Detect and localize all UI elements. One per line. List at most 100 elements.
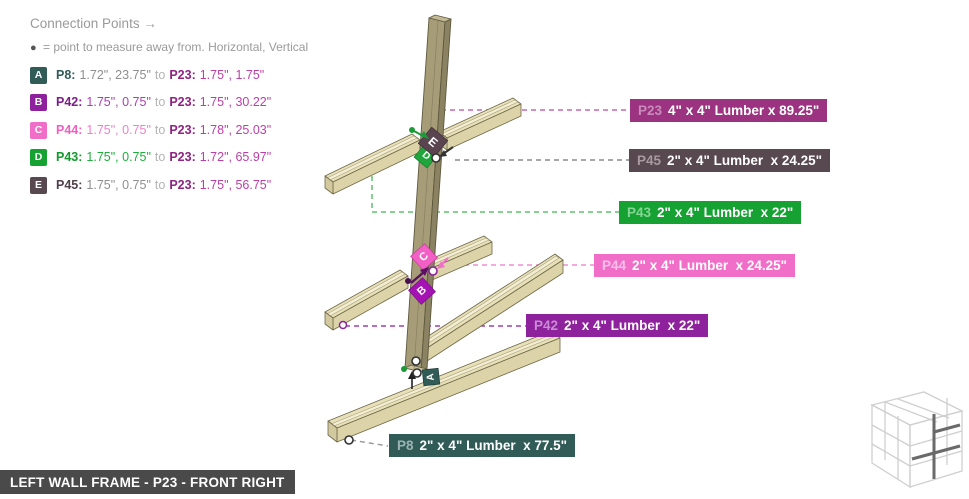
connection-badge: E: [30, 176, 47, 194]
dark-arrow-head: [439, 150, 447, 157]
part-id: P23: [638, 103, 663, 118]
rail-p43: [324, 133, 421, 195]
to-part: P23:: [169, 150, 196, 164]
to-values: 1.75", 30.22": [199, 95, 272, 109]
part-label-p43[interactable]: P43 2" x 4" Lumber x 22": [619, 201, 802, 224]
legend-text: = point to measure away from. Horizontal…: [43, 40, 309, 54]
green-point: [401, 366, 407, 372]
marker-a-badge: [421, 367, 441, 387]
from-part: P42:: [56, 95, 83, 109]
from-part: P8:: [56, 68, 76, 82]
ring-point: [344, 435, 354, 445]
legend-dot-icon: ●: [30, 42, 37, 54]
rail-end-face: [327, 420, 338, 443]
measure-points: [338, 127, 441, 445]
from-values: 1.75", 0.75": [86, 150, 151, 164]
rail-p45: [438, 97, 522, 151]
pink-arrow-head: [437, 261, 445, 269]
part-id: P45: [637, 153, 662, 168]
connection-row-b: B P42: 1.75", 0.75" to P23: 1.75", 30.22…: [30, 93, 275, 111]
part-label-p8[interactable]: P8 2" x 4" Lumber x 77.5": [389, 434, 576, 457]
connection-badge: B: [30, 93, 47, 111]
to-part: P23:: [169, 68, 196, 82]
ring-point: [338, 320, 348, 330]
connection-row-c: C P44: 1.75", 0.75" to P23: 1.78", 25.03…: [30, 121, 275, 139]
ring-point: [431, 153, 441, 163]
to-word: to: [154, 123, 166, 137]
green-point: [409, 127, 415, 133]
ring-point: [412, 368, 422, 378]
ring-point: [428, 266, 438, 276]
rail-p8: [327, 330, 561, 443]
from-part: P45:: [56, 178, 83, 192]
connection-row-d: D P43: 1.75", 0.75" to P23: 1.72", 65.97…: [30, 148, 275, 166]
part-spec: 2" x 4" Lumber x 22": [657, 205, 794, 220]
to-part: P23:: [169, 123, 196, 137]
from-values: 1.72", 23.75": [79, 68, 151, 82]
part-spec: 2" x 4" Lumber x 24.25": [632, 258, 788, 273]
part-label-p45[interactable]: P45 2" x 4" Lumber x 24.25": [629, 149, 831, 172]
page-title: Connection Points →: [30, 16, 157, 31]
rail-front-face: [336, 337, 561, 443]
green-arrow-head: [420, 131, 429, 139]
frame-overview-thumbnail[interactable]: [854, 387, 969, 499]
from-values: 1.75", 0.75": [86, 178, 151, 192]
part-id: P43: [627, 205, 652, 220]
to-word: to: [154, 178, 166, 192]
part-label-p42[interactable]: P42 2" x 4" Lumber x 22": [526, 314, 709, 337]
post-p23: [404, 14, 452, 373]
marker-a: A: [421, 367, 441, 387]
marker-c: C: [410, 243, 438, 271]
part-spec: 4" x 4" Lumber x 89.25": [668, 103, 820, 118]
marker-b-badge: [408, 277, 436, 305]
measure-arrows: [408, 130, 454, 389]
measure-legend: ● = point to measure away from. Horizont…: [30, 40, 308, 54]
connection-badge: A: [30, 66, 47, 84]
purple-arrow-line: [410, 271, 425, 284]
marker-a-letter: A: [425, 373, 437, 381]
part-label-p23[interactable]: P23 4" x 4" Lumber x 89.25": [630, 99, 828, 122]
rail-end-face: [324, 175, 334, 195]
ring-point: [411, 356, 421, 366]
leader-p43: [371, 176, 619, 213]
connection-badge: D: [30, 148, 47, 166]
from-values: 1.75", 0.75": [86, 95, 151, 109]
part-id: P44: [602, 258, 627, 273]
from-part: P43:: [56, 150, 83, 164]
marker-b: B: [408, 277, 436, 305]
lumber-rails: [324, 97, 564, 443]
leader-lines: [345, 109, 630, 447]
part-label-p44[interactable]: P44 2" x 4" Lumber x 24.25": [594, 254, 796, 277]
thumbnail-wireframe: [870, 391, 964, 489]
connection-row-e: E P45: 1.75", 0.75" to P23: 1.75", 56.75…: [30, 176, 275, 194]
thumbnail-selected-frame: [911, 414, 961, 479]
part-spec: 2" x 4" Lumber x 24.25": [667, 153, 823, 168]
connection-row-a: A P8: 1.72", 23.75" to P23: 1.75", 1.75": [30, 66, 268, 84]
view-title: LEFT WALL FRAME - P23 - FRONT RIGHT: [0, 470, 295, 494]
to-word: to: [154, 95, 166, 109]
to-values: 1.78", 25.03": [199, 123, 272, 137]
to-values: 1.75", 1.75": [199, 68, 265, 82]
marker-c-badge: [410, 243, 438, 271]
to-word: to: [154, 150, 166, 164]
purple-point: [405, 278, 411, 284]
to-values: 1.75", 56.75": [199, 178, 272, 192]
to-word: to: [154, 68, 166, 82]
connection-markers: D E C B A: [408, 126, 449, 387]
post-seam: [413, 19, 439, 370]
part-id: P8: [397, 438, 414, 453]
purple-arrow-head: [420, 267, 429, 276]
from-part: P44:: [56, 123, 83, 137]
to-values: 1.72", 65.97": [199, 150, 272, 164]
connection-badge: C: [30, 121, 47, 139]
part-id: P42: [534, 318, 559, 333]
to-part: P23:: [169, 95, 196, 109]
part-spec: 2" x 4" Lumber x 22": [564, 318, 701, 333]
rail-p42: [324, 269, 409, 331]
up-arrow-head: [408, 371, 416, 379]
part-spec: 2" x 4" Lumber x 77.5": [419, 438, 568, 453]
rail-end-face: [324, 311, 334, 331]
to-part: P23:: [169, 178, 196, 192]
